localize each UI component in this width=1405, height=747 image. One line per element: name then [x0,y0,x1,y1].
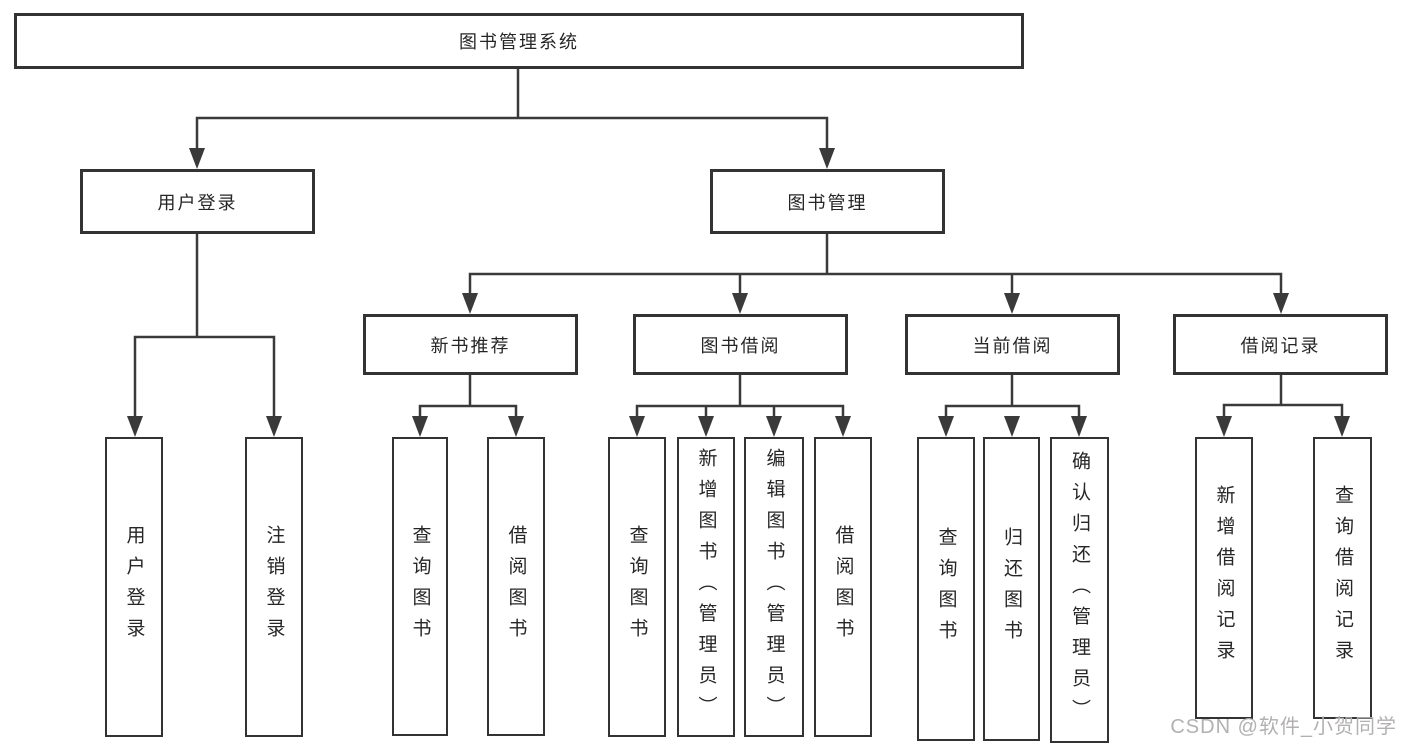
leaf-query-books-recommend: 查询图书 [392,437,448,736]
leaf-edit-books-admin: 编辑图书（管理员） [744,437,804,737]
csdn-watermark: CSDN @软件_小贺同学 [1170,716,1397,738]
leaf-borrow-books: 借阅图书 [814,437,872,737]
leaf-add-books-admin: 新增图书（管理员） [677,437,735,737]
node-user-login: 用户登录 [80,169,315,234]
node-library-management-system: 图书管理系统 [14,13,1024,69]
arrowheads [127,148,1350,437]
leaf-label: 借阅图书 [505,524,527,649]
leaf-return-books: 归还图书 [983,437,1040,741]
leaf-query-books-borrow: 查询图书 [608,437,666,737]
leaf-label: 借阅图书 [832,525,854,649]
node-book-borrow: 图书借阅 [633,314,848,375]
leaf-label: 用户登录 [123,525,145,649]
leaf-user-login: 用户登录 [105,437,163,737]
node-current-borrow: 当前借阅 [905,314,1120,375]
node-book-management: 图书管理 [710,169,945,234]
node-borrow-records: 借阅记录 [1173,314,1388,375]
leaf-label: 查询图书 [935,527,957,651]
leaf-label: 查询图书 [626,525,648,649]
leaf-logout: 注销登录 [245,437,303,737]
leaf-label: 查询图书 [409,524,431,649]
leaf-label: 新增图书（管理员） [695,447,717,727]
leaf-label: 注销登录 [263,525,285,649]
leaf-add-borrow-record: 新增借阅记录 [1195,437,1253,719]
leaf-label: 新增借阅记录 [1213,485,1235,671]
leaf-query-borrow-record: 查询借阅记录 [1313,437,1372,719]
node-new-book-recommend: 新书推荐 [363,314,578,375]
leaf-label: 编辑图书（管理员） [763,447,785,727]
leaf-label: 归还图书 [1001,527,1022,651]
leaf-borrow-books-recommend: 借阅图书 [487,437,545,736]
leaf-confirm-return-admin: 确认归还（管理员） [1050,437,1109,743]
leaf-query-books-current: 查询图书 [917,437,975,741]
leaf-label: 确认归还（管理员） [1069,450,1090,730]
leaf-label: 查询借阅记录 [1332,485,1353,671]
